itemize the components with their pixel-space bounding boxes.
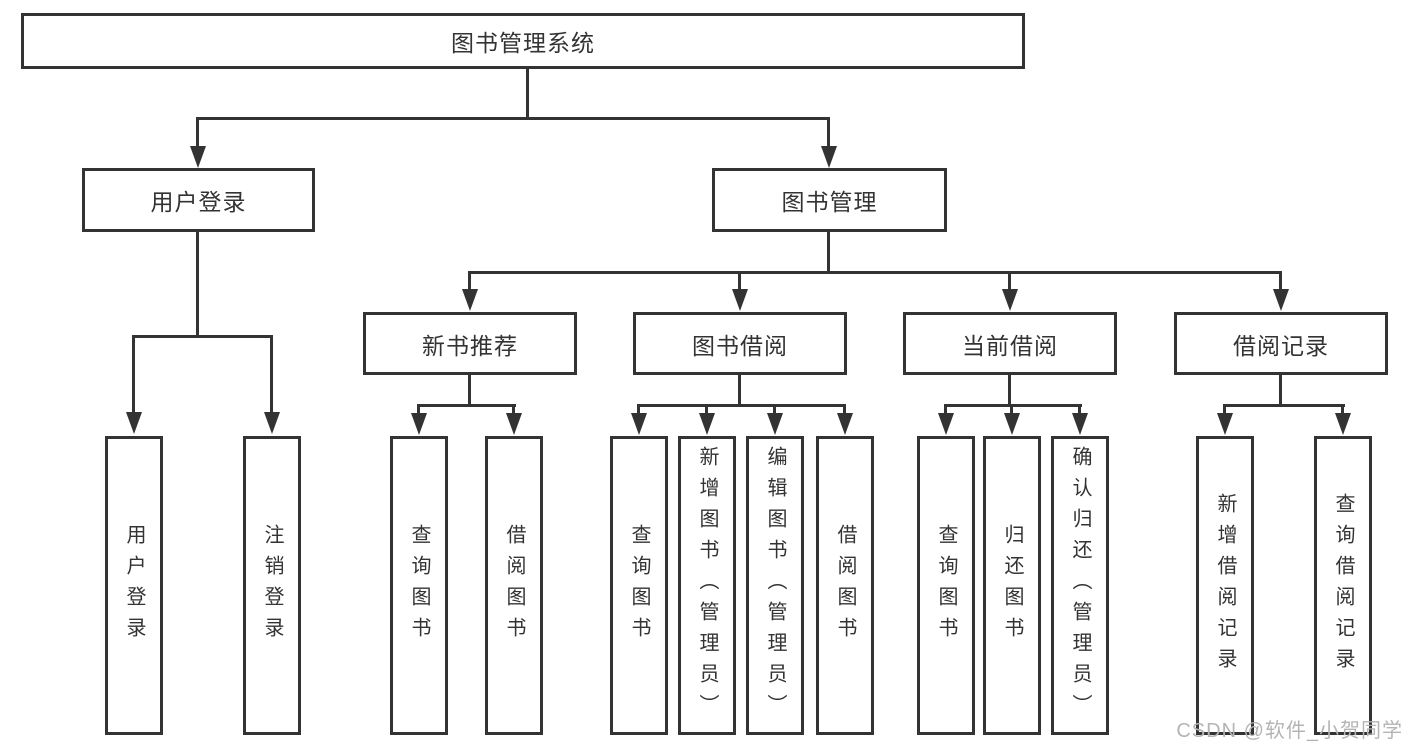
connector-to-current-borrow xyxy=(1008,271,1011,291)
connector-to-leaf-records-query xyxy=(1341,404,1344,415)
arrowhead-book-borrow xyxy=(732,289,748,311)
node-borrow-records-label: 借阅记录 xyxy=(1233,332,1329,359)
arrowhead-leaf-borrow-edit xyxy=(767,413,783,435)
node-new-book-recommend-label: 新书推荐 xyxy=(422,332,518,359)
connector-to-leaf-current-query xyxy=(944,404,947,415)
csdn-watermark: CSDN @软件_小贺同学 xyxy=(1176,720,1403,742)
leaf-current-return-books: 归还图书 xyxy=(983,436,1041,735)
arrowhead-leaf-borrow-add xyxy=(699,413,715,435)
node-current-borrow: 当前借阅 xyxy=(903,312,1117,375)
leaf-records-query-record-label: 查询借阅记录 xyxy=(1332,492,1354,679)
arrowhead-book-management xyxy=(821,146,837,168)
connector-to-leaf-records-add xyxy=(1223,404,1226,415)
connector-root-bar xyxy=(196,117,830,120)
connector-book-management-stem xyxy=(827,232,830,274)
leaf-records-add-record-label: 新增借阅记录 xyxy=(1214,492,1236,679)
node-book-management-label: 图书管理 xyxy=(781,189,878,215)
arrowhead-borrow-records xyxy=(1273,289,1289,311)
connector-to-borrow-records xyxy=(1279,271,1282,291)
node-book-borrow: 图书借阅 xyxy=(633,312,847,375)
leaf-current-query-books: 查询图书 xyxy=(917,436,975,735)
node-user-login: 用户登录 xyxy=(82,168,315,232)
arrowhead-leaf-user-login xyxy=(126,412,142,434)
arrowhead-leaf-newbook-borrow xyxy=(506,413,522,435)
connector-user-login-stem xyxy=(196,232,199,338)
arrowhead-leaf-borrow-borrow xyxy=(837,413,853,435)
leaf-current-confirm-return-admin-label: 确认归还（管理员） xyxy=(1069,446,1091,725)
leaf-newbook-borrow-books-label: 借阅图书 xyxy=(503,523,525,648)
arrowhead-leaf-current-query xyxy=(938,413,954,435)
leaf-borrow-edit-book-admin-label: 编辑图书（管理员） xyxy=(764,446,786,725)
leaf-records-add-record: 新增借阅记录 xyxy=(1196,436,1254,735)
connector-records-stem xyxy=(1279,375,1282,406)
connector-to-leaf-user-login xyxy=(132,335,135,414)
leaf-logout: 注销登录 xyxy=(243,436,301,735)
arrowhead-leaf-current-return xyxy=(1004,413,1020,435)
connector-to-leaf-borrow-edit xyxy=(773,404,776,415)
leaf-borrow-borrow-books-label: 借阅图书 xyxy=(834,523,856,648)
leaf-records-query-record: 查询借阅记录 xyxy=(1314,436,1372,735)
arrowhead-leaf-newbook-query xyxy=(411,413,427,435)
leaf-borrow-query-books-label: 查询图书 xyxy=(628,523,650,648)
connector-root-to-user-login xyxy=(196,117,199,148)
node-user-login-label: 用户登录 xyxy=(150,189,247,215)
connector-root-to-book-management xyxy=(827,117,830,148)
leaf-borrow-borrow-books: 借阅图书 xyxy=(816,436,874,735)
connector-records-bar xyxy=(1223,404,1345,407)
connector-to-leaf-borrow-query xyxy=(637,404,640,415)
node-borrow-records: 借阅记录 xyxy=(1174,312,1388,375)
leaf-newbook-borrow-books: 借阅图书 xyxy=(485,436,543,735)
node-book-borrow-label: 图书借阅 xyxy=(692,332,788,359)
connector-root-stem xyxy=(526,69,529,119)
connector-user-login-bar xyxy=(132,335,273,338)
node-book-management: 图书管理 xyxy=(712,168,947,232)
connector-to-leaf-logout xyxy=(270,335,273,414)
leaf-borrow-add-book-admin-label: 新增图书（管理员） xyxy=(696,446,718,725)
leaf-current-return-books-label: 归还图书 xyxy=(1001,523,1023,648)
leaf-borrow-edit-book-admin: 编辑图书（管理员） xyxy=(746,436,804,735)
connector-to-leaf-newbook-borrow xyxy=(512,404,515,415)
connector-bookborrow-bar xyxy=(637,404,845,407)
leaf-newbook-query-books-label: 查询图书 xyxy=(408,523,430,648)
leaf-user-login-label: 用户登录 xyxy=(123,523,145,648)
arrowhead-leaf-logout xyxy=(264,412,280,434)
leaf-current-confirm-return-admin: 确认归还（管理员） xyxy=(1051,436,1109,735)
connector-book-management-bar xyxy=(468,271,1282,274)
connector-to-leaf-borrow-add xyxy=(705,404,708,415)
connector-newbook-bar xyxy=(417,404,516,407)
node-library-system: 图书管理系统 xyxy=(21,13,1025,69)
leaf-user-login: 用户登录 xyxy=(105,436,163,735)
connector-to-book-borrow xyxy=(738,271,741,291)
arrowhead-leaf-records-add xyxy=(1217,413,1233,435)
connector-to-leaf-borrow-borrow xyxy=(843,404,846,415)
node-current-borrow-label: 当前借阅 xyxy=(962,332,1058,359)
leaf-current-query-books-label: 查询图书 xyxy=(935,523,957,648)
node-library-system-label: 图书管理系统 xyxy=(451,30,595,56)
arrowhead-leaf-current-confirm xyxy=(1072,413,1088,435)
connector-newbook-stem xyxy=(468,375,471,406)
leaf-borrow-query-books: 查询图书 xyxy=(610,436,668,735)
connector-to-leaf-current-confirm xyxy=(1078,404,1081,415)
leaf-logout-label: 注销登录 xyxy=(261,523,283,648)
arrowhead-new-book-recommend xyxy=(462,289,478,311)
arrowhead-current-borrow xyxy=(1002,289,1018,311)
connector-to-leaf-newbook-query xyxy=(417,404,420,415)
connector-to-new-book-recommend xyxy=(468,271,471,291)
connector-bookborrow-stem xyxy=(738,375,741,406)
connector-current-bar xyxy=(944,404,1082,407)
node-new-book-recommend: 新书推荐 xyxy=(363,312,577,375)
leaf-newbook-query-books: 查询图书 xyxy=(390,436,448,735)
arrowhead-leaf-records-query xyxy=(1335,413,1351,435)
arrowhead-leaf-borrow-query xyxy=(631,413,647,435)
connector-to-leaf-current-return xyxy=(1010,404,1013,415)
connector-current-stem xyxy=(1008,375,1011,406)
leaf-borrow-add-book-admin: 新增图书（管理员） xyxy=(678,436,736,735)
arrowhead-user-login xyxy=(190,146,206,168)
